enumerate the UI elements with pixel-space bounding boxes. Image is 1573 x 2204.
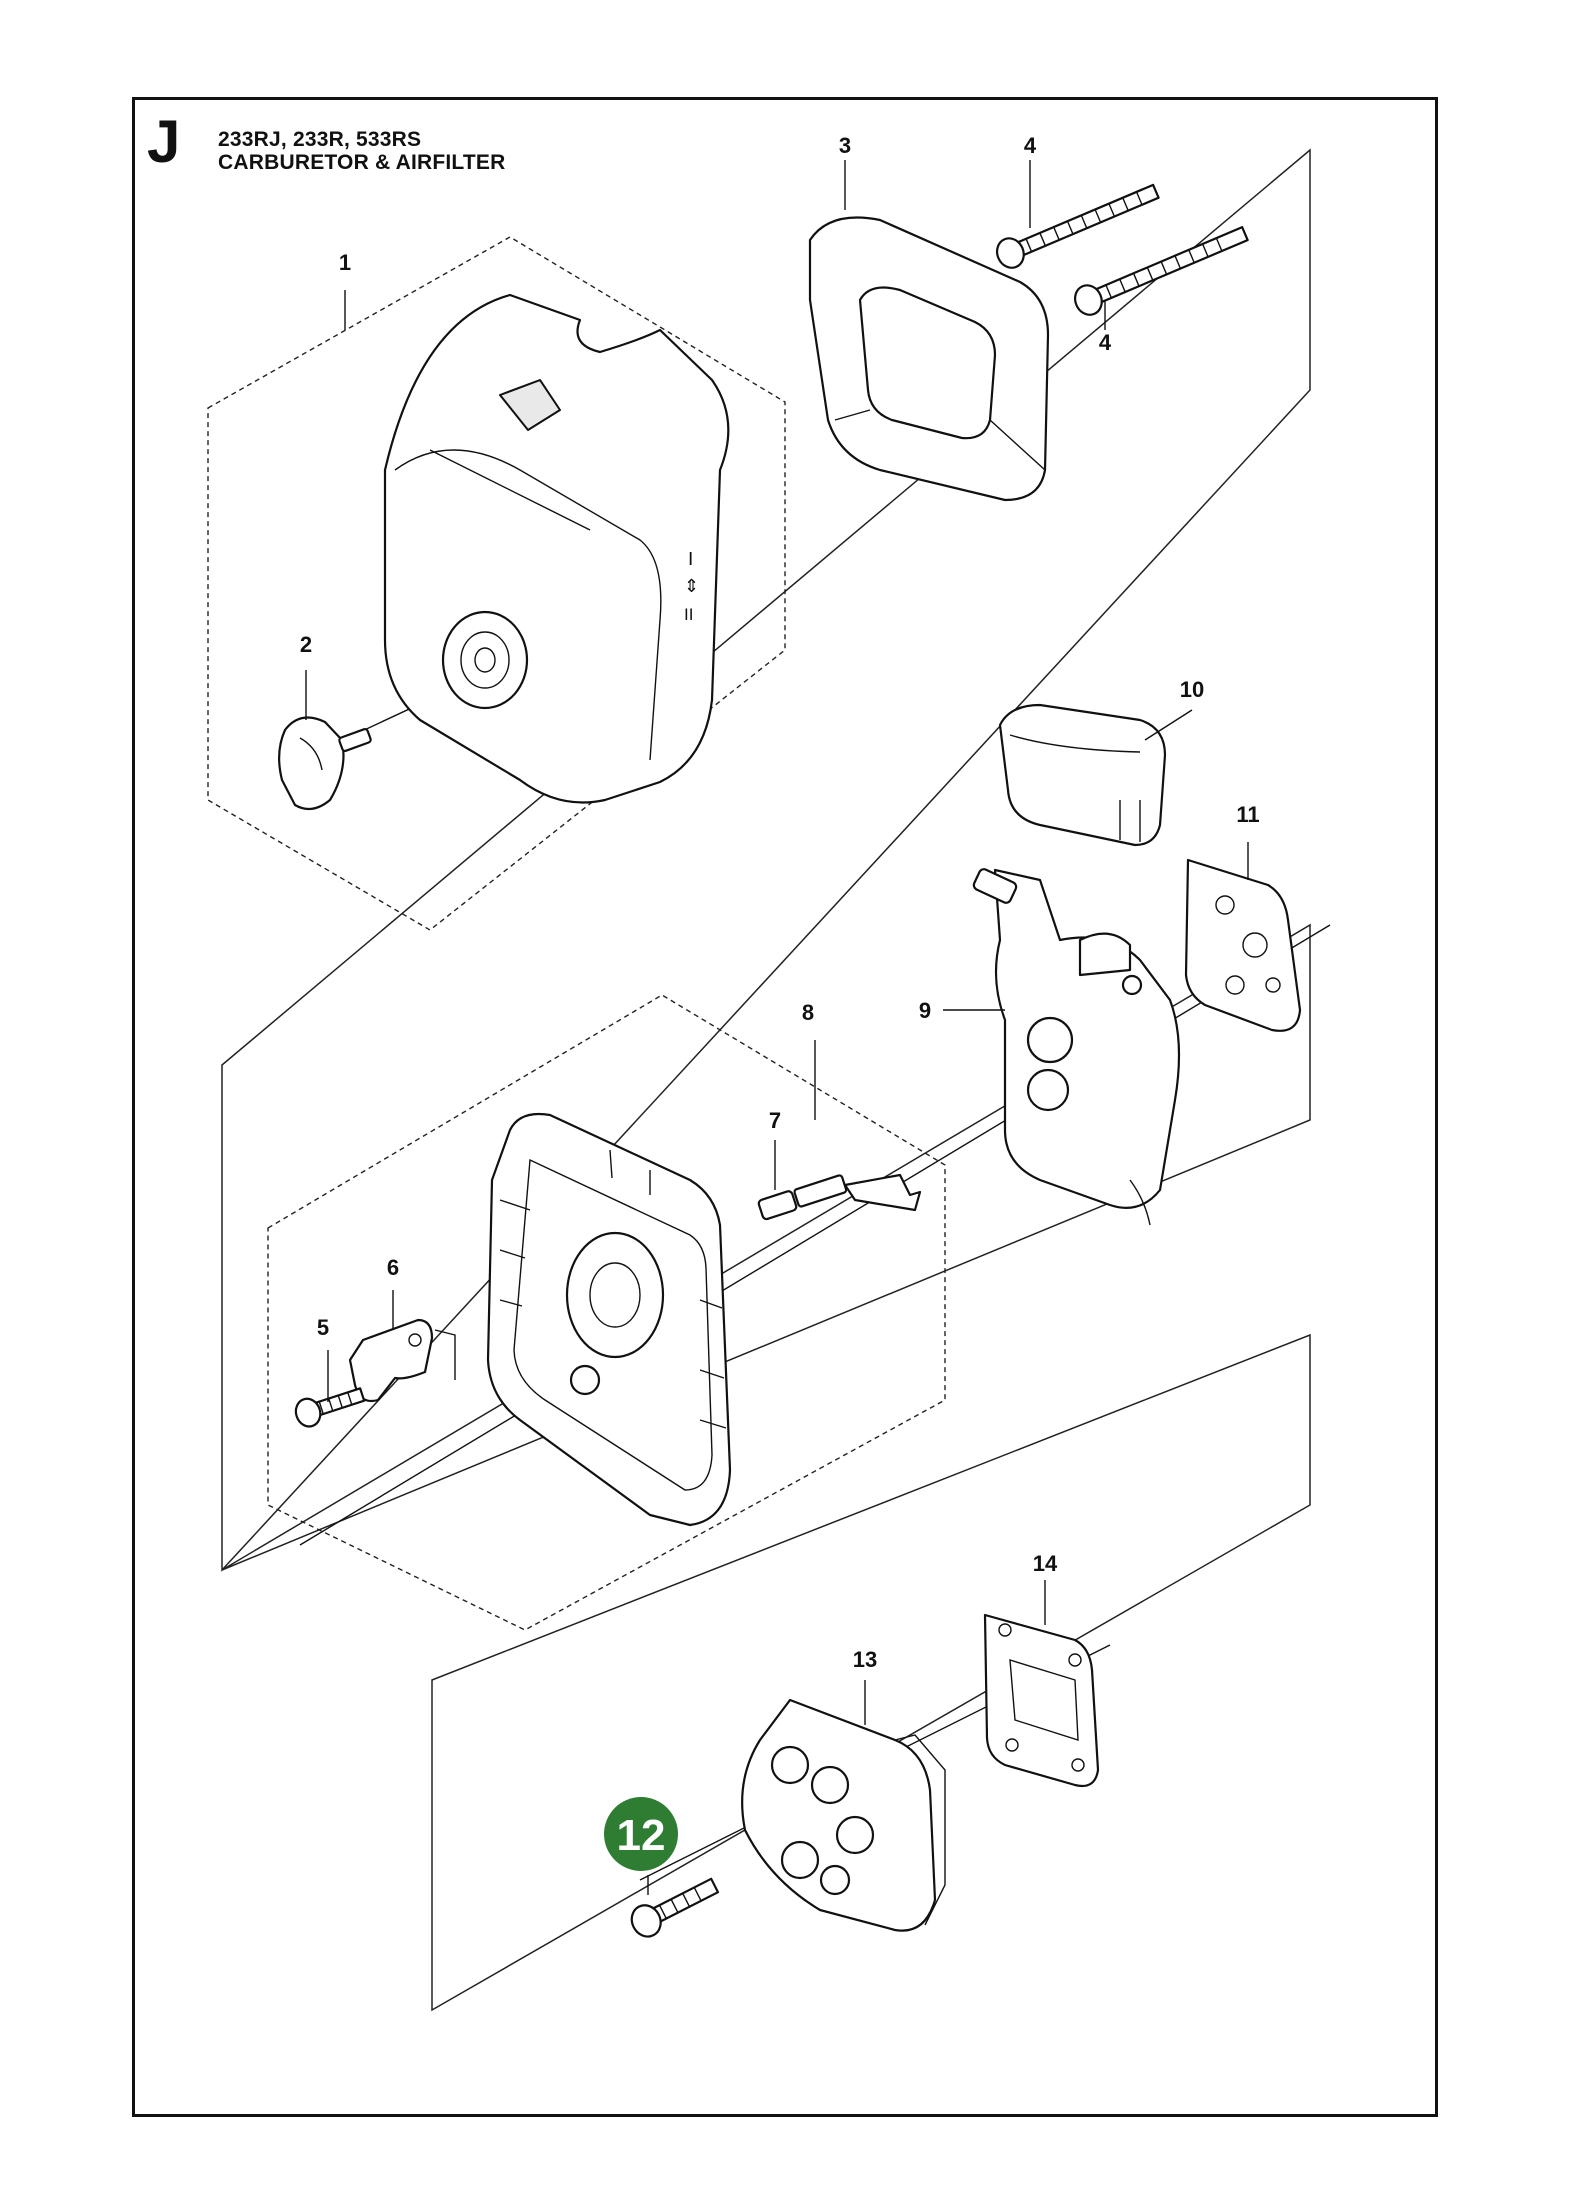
- filter-screws: [995, 183, 1249, 316]
- adapter-gasket: [983, 1613, 1100, 1788]
- callout-5: 5: [317, 1315, 329, 1340]
- highlight-badge-12: 12: [604, 1797, 678, 1871]
- choke-plate: [348, 1318, 456, 1403]
- filter-element: [808, 216, 1050, 502]
- callout-6: 6: [387, 1255, 399, 1280]
- filter-base: [486, 1112, 732, 1527]
- carburetor-cap: [998, 703, 1167, 847]
- callout-4-upper: 4: [1024, 133, 1037, 158]
- callout-9: 9: [919, 998, 931, 1023]
- page-title: CARBURETOR & AIRFILTER: [218, 151, 506, 174]
- carburetor: [972, 868, 1181, 1226]
- callout-4-lower: 4: [1099, 330, 1112, 355]
- intake-adapter: [741, 1698, 946, 1932]
- svg-text:I: I: [688, 549, 693, 570]
- callout-12: 12: [617, 1811, 666, 1860]
- air-filter-cover: I ⇕ II: [383, 293, 730, 804]
- adapter-screw: [630, 1877, 720, 1938]
- model-list: 233RJ, 233R, 533RS: [218, 128, 422, 151]
- callout-1: 1: [339, 250, 351, 275]
- choke-rod: [757, 1173, 922, 1221]
- section-letter: J: [147, 108, 181, 175]
- svg-text:II: II: [684, 605, 693, 624]
- group-outline-carb: [221, 923, 1311, 1571]
- callout-8: 8: [802, 1000, 814, 1025]
- leader-lines: [305, 160, 1249, 1895]
- callout-2: 2: [300, 632, 312, 657]
- callout-7: 7: [769, 1108, 781, 1133]
- callout-13: 13: [853, 1647, 877, 1672]
- callout-3: 3: [839, 133, 851, 158]
- carburetor-gasket: [1184, 858, 1302, 1032]
- cover-knob: [278, 716, 372, 811]
- callout-10: 10: [1180, 677, 1204, 702]
- callout-14: 14: [1033, 1551, 1058, 1576]
- page-frame: [132, 97, 1438, 2117]
- svg-text:⇕: ⇕: [684, 576, 699, 597]
- callout-11: 11: [1236, 802, 1259, 827]
- group-outline-adapter: [431, 1333, 1311, 2012]
- plate-screw: [294, 1387, 366, 1428]
